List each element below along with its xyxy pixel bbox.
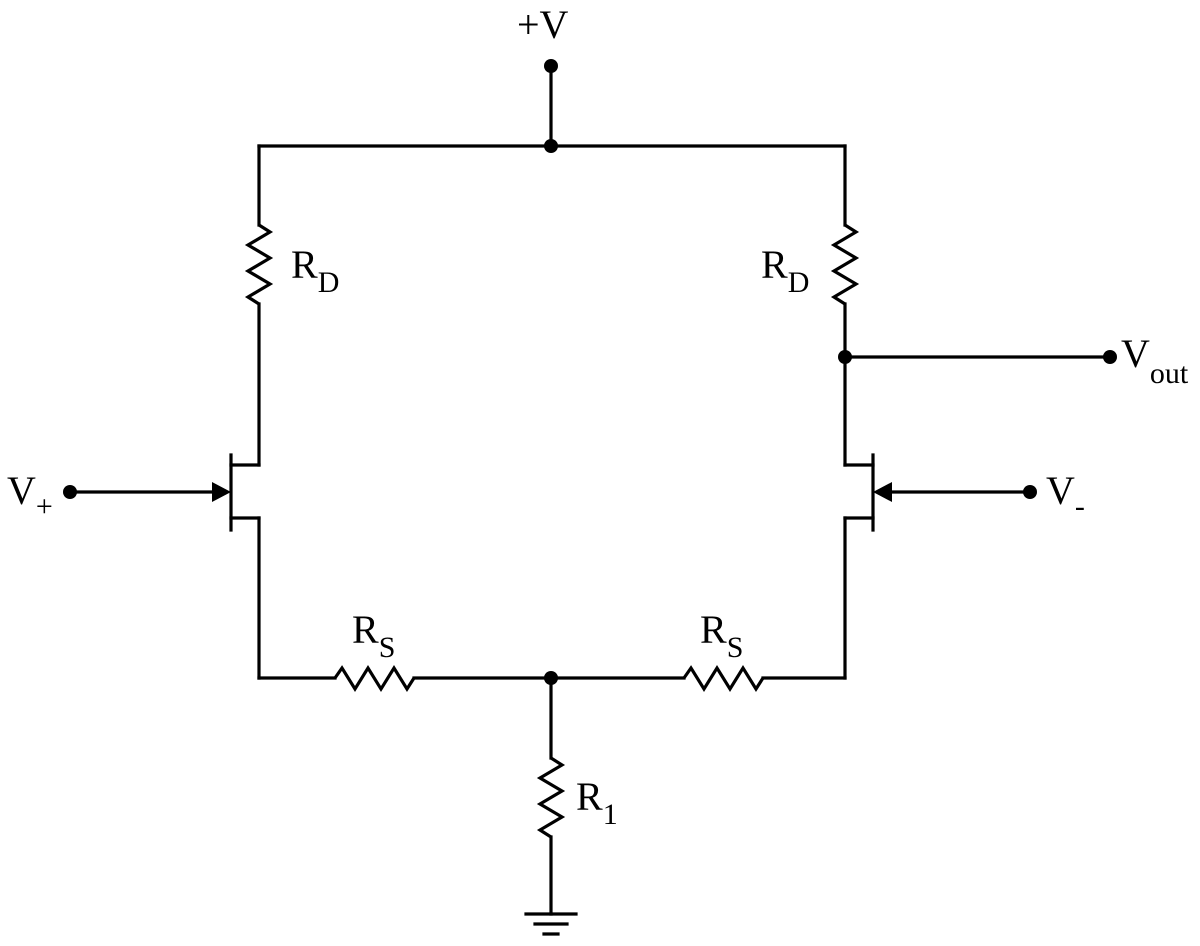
supply-label: +V (517, 2, 569, 47)
r1-label: R1 (576, 774, 618, 831)
vout-output (843, 350, 1117, 364)
supply-rail (257, 59, 847, 153)
rs-left-label: RS (352, 607, 395, 664)
vminus-label: V- (1046, 468, 1085, 523)
vout-label: Vout (1121, 331, 1189, 390)
resistor-rd-right-icon (830, 223, 860, 306)
rd-right-label: RD (761, 242, 809, 299)
rd-left-label: RD (291, 242, 339, 299)
supply-junction-icon (544, 139, 558, 153)
supply-terminal-icon (544, 59, 558, 73)
ground-icon (524, 912, 578, 936)
vminus-terminal-icon (1023, 485, 1037, 499)
right-branch (549, 144, 892, 693)
vplus-terminal-icon (63, 485, 77, 499)
vminus-input (890, 485, 1037, 499)
left-branch (212, 144, 553, 693)
tail-branch (524, 671, 578, 936)
vplus-label: V+ (7, 468, 53, 523)
jfet-left-icon (212, 453, 261, 532)
rs-right-label: RS (700, 607, 743, 664)
resistor-rs-right-icon (682, 664, 765, 693)
resistor-rd-left-icon (244, 223, 274, 306)
resistor-rs-left-icon (333, 664, 416, 693)
jfet-right-icon (843, 453, 892, 532)
vplus-input (63, 485, 214, 499)
resistor-r1-icon (536, 756, 566, 839)
vout-terminal-icon (1103, 350, 1117, 364)
